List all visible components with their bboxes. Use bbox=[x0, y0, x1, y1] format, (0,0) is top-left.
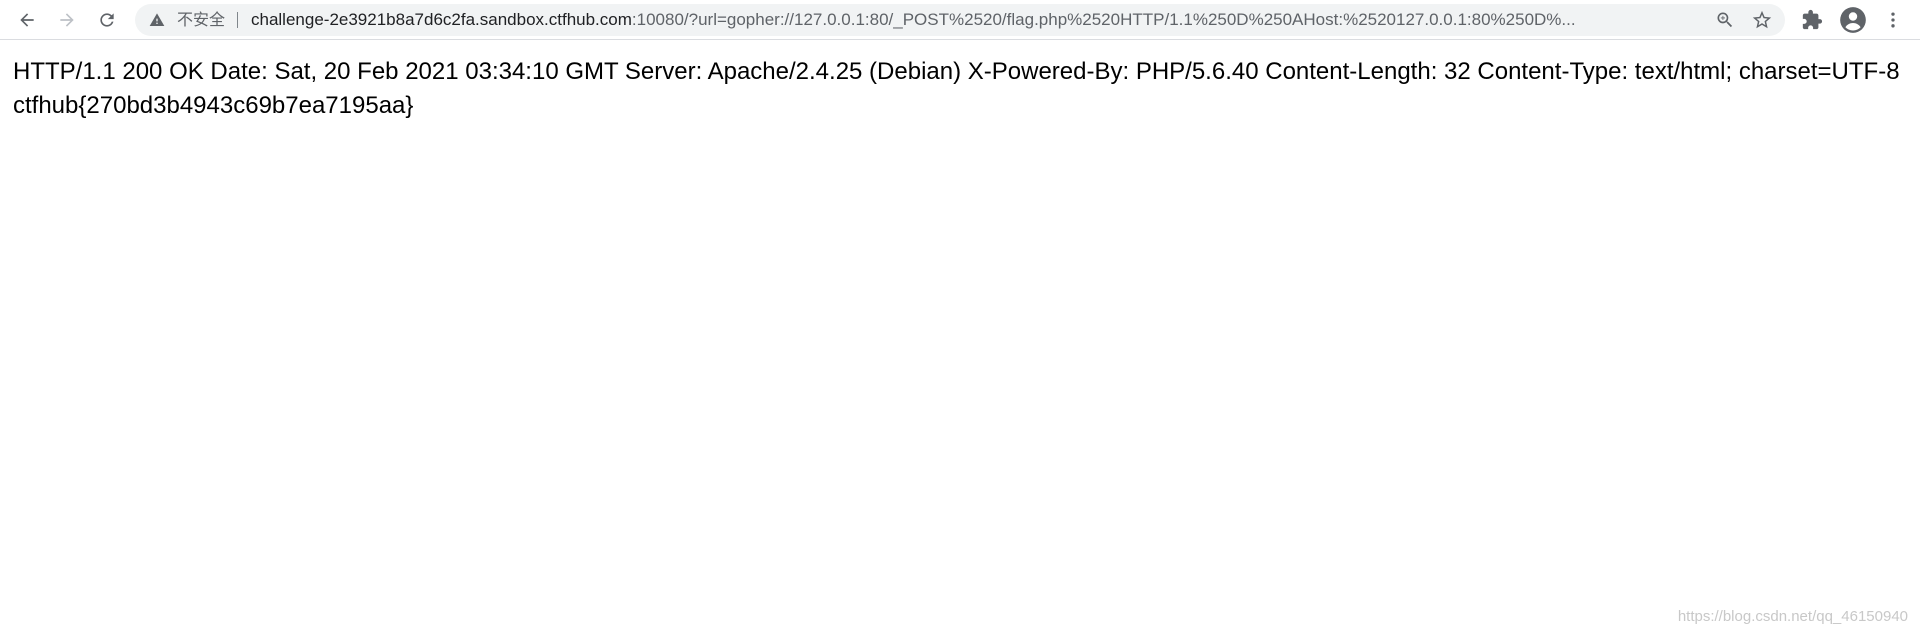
zoom-icon[interactable] bbox=[1715, 10, 1735, 30]
url-host: challenge-2e3921b8a7d6c2fa.sandbox.ctfhu… bbox=[251, 10, 632, 29]
browser-toolbar: 不安全 challenge-2e3921b8a7d6c2fa.sandbox.c… bbox=[0, 0, 1920, 40]
url-path: :10080/?url=gopher://127.0.0.1:80/_POST%… bbox=[631, 10, 1576, 29]
puzzle-extension-icon bbox=[1802, 9, 1823, 30]
reload-icon bbox=[100, 13, 114, 27]
security-label[interactable]: 不安全 bbox=[177, 10, 226, 29]
address-separator bbox=[237, 12, 238, 28]
profile-avatar-icon bbox=[1840, 7, 1866, 33]
forward-button[interactable] bbox=[51, 4, 83, 36]
address-bar[interactable]: 不安全 challenge-2e3921b8a7d6c2fa.sandbox.c… bbox=[135, 4, 1785, 36]
kebab-menu-icon bbox=[1891, 12, 1895, 28]
http-response-text: HTTP/1.1 200 OK Date: Sat, 20 Feb 2021 0… bbox=[13, 58, 1900, 119]
back-arrow-icon bbox=[20, 13, 34, 27]
warning-triangle-icon bbox=[149, 13, 165, 26]
reload-button[interactable] bbox=[91, 4, 123, 36]
bookmark-star-icon[interactable] bbox=[1751, 9, 1773, 31]
forward-arrow-icon bbox=[60, 13, 74, 27]
watermark: https://blog.csdn.net/qq_46150940 bbox=[1677, 608, 1908, 625]
profile-button[interactable] bbox=[1839, 6, 1867, 34]
back-button[interactable] bbox=[11, 4, 43, 36]
url-text[interactable]: challenge-2e3921b8a7d6c2fa.sandbox.ctfhu… bbox=[251, 4, 1751, 36]
browser-menu-button[interactable] bbox=[1879, 6, 1907, 34]
extensions-button[interactable] bbox=[1798, 6, 1826, 34]
